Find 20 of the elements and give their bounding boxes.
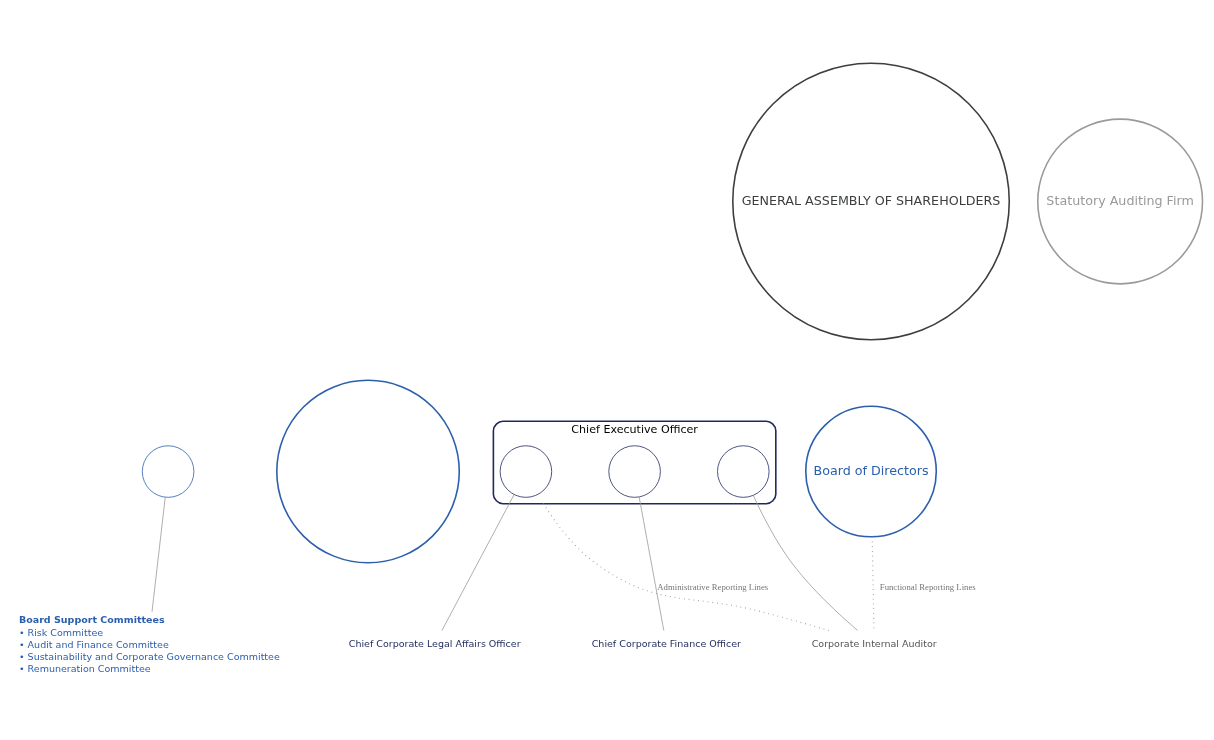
node-text: Board Support Committees • Risk Committee • Audit and Finance Committee • Sustainability and Corporate Governance Committee • Remuneration Committee: [18, 613, 280, 674]
edge-label: Administrative Reporting Lines: [657, 581, 769, 592]
node-circle: [499, 444, 553, 498]
connector: [542, 502, 830, 631]
connector: [441, 493, 515, 631]
node-circle: [276, 379, 461, 564]
node-text: Chief Corporate Legal Affairs Officer: [348, 637, 521, 649]
node-circle: Board of Directors: [805, 405, 938, 538]
node-circle: [717, 444, 770, 498]
connector: [638, 496, 665, 631]
node-circle: [141, 444, 195, 498]
node-circle: [608, 444, 661, 498]
connector: [752, 494, 858, 631]
cluster: Chief Executive Officer: [492, 419, 777, 504]
node-text: Corporate Internal Auditor: [811, 637, 937, 649]
node-text: Chief Corporate Finance Officer: [591, 637, 741, 649]
connector: [151, 496, 166, 612]
node-circle: Statutory Auditing Firm: [1036, 117, 1204, 285]
edge-label: Functional Reporting Lines: [879, 581, 976, 592]
node-circle: GENERAL ASSEMBLY OF SHAREHOLDERS: [732, 61, 1011, 341]
